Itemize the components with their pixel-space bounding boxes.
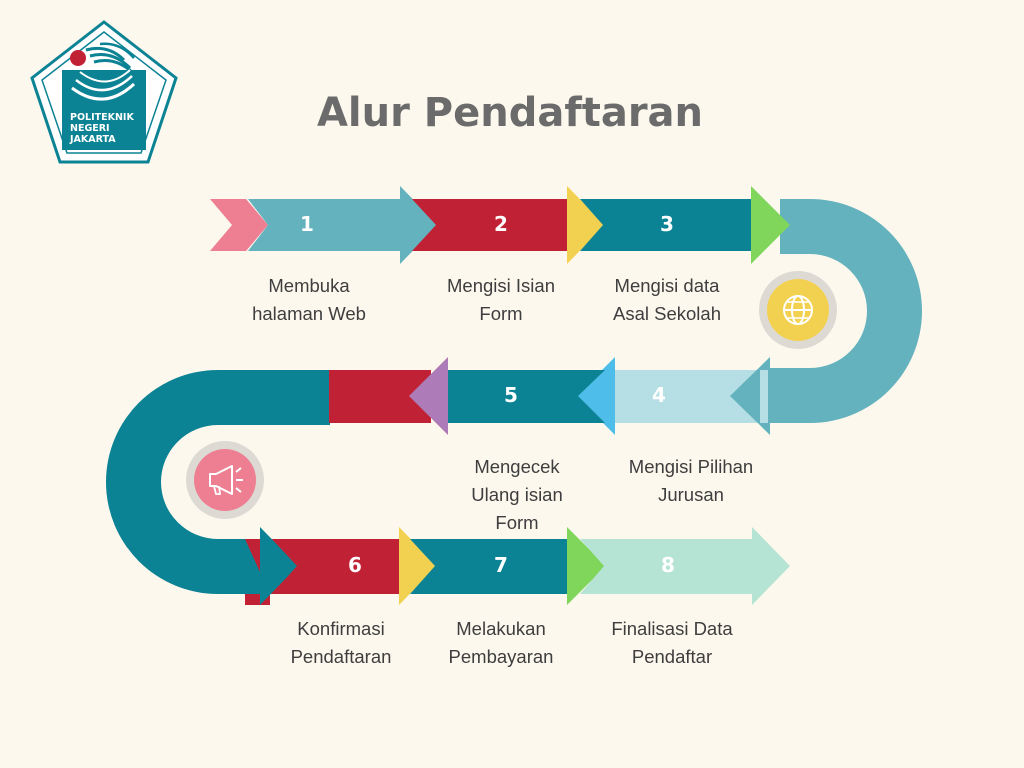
step-4-tip: [576, 357, 615, 435]
step-number: 8: [661, 553, 675, 577]
step-4-arrow: [615, 370, 768, 423]
step-5-tip: [409, 357, 448, 435]
step-2-arrow: [412, 199, 570, 251]
logo-line: NEGERI: [70, 123, 110, 134]
label-line: Membuka: [268, 275, 350, 296]
step-4-head: [730, 357, 770, 435]
step-number: 5: [504, 383, 518, 407]
step-label: Melakukan Pembayaran: [406, 615, 596, 671]
label-line: Mengecek: [474, 456, 560, 477]
step-7-arrow: [410, 539, 570, 594]
step-7-head: [567, 527, 606, 605]
step-1-arrow: [248, 186, 438, 264]
step-label: Mengisi Isian Form: [406, 272, 596, 328]
step-6-head: [399, 527, 437, 605]
logo-line: JAKARTA: [70, 134, 116, 145]
label-line: Jurusan: [658, 484, 724, 505]
step-label: Konfirmasi Pendaftaran: [246, 615, 436, 671]
tail-pink-chevron: [210, 199, 268, 251]
step-label: Mengecek Ulang isian Form: [422, 453, 612, 537]
step-3-head: [751, 186, 790, 264]
step-2-head: [567, 186, 605, 264]
left-curve: [106, 370, 330, 594]
label-line: Pembayaran: [448, 646, 554, 667]
label-line: Asal Sekolah: [613, 303, 721, 324]
step-5-arrow: [448, 370, 605, 423]
step-6-body: [272, 539, 400, 594]
label-line: Melakukan: [456, 618, 546, 639]
label-line: Form: [495, 512, 539, 533]
label-line: Pendaftaran: [290, 646, 392, 667]
step-label: Mengisi Pilihan Jurusan: [596, 453, 786, 509]
step-number: 4: [652, 383, 666, 407]
step-number: 3: [660, 212, 674, 236]
pnj-logo: [30, 20, 178, 164]
step-8-arrow: [580, 527, 790, 605]
label-line: Konfirmasi: [297, 618, 385, 639]
step-number: 7: [494, 553, 508, 577]
label-line: Ulang isian: [471, 484, 563, 505]
label-line: Mengisi Isian: [447, 275, 555, 296]
label-line: halaman Web: [252, 303, 366, 324]
logo-line: POLITEKNIK: [70, 112, 134, 123]
left-curve-head: [260, 527, 298, 605]
label-line: Pendaftar: [631, 646, 713, 667]
page-title: Alur Pendaftaran: [316, 90, 704, 136]
right-curve: [760, 199, 922, 423]
label-line: Form: [479, 303, 523, 324]
megaphone-icon: [186, 441, 264, 519]
step-label: Finalisasi Data Pendaftar: [577, 615, 767, 671]
step-label: Mengisi data Asal Sekolah: [572, 272, 762, 328]
step-3-arrow: [580, 199, 752, 251]
step-label: Membuka halaman Web: [214, 272, 404, 328]
globe-icon: [759, 271, 837, 349]
label-line: Finalisasi Data: [611, 618, 733, 639]
label-line: Mengisi data: [614, 275, 720, 296]
step-number: 1: [300, 212, 314, 236]
step-number: 6: [348, 553, 362, 577]
label-line: Mengisi Pilihan: [628, 456, 754, 477]
step-number: 2: [494, 212, 508, 236]
logo-text: POLITEKNIK NEGERI JAKARTA: [70, 112, 160, 145]
